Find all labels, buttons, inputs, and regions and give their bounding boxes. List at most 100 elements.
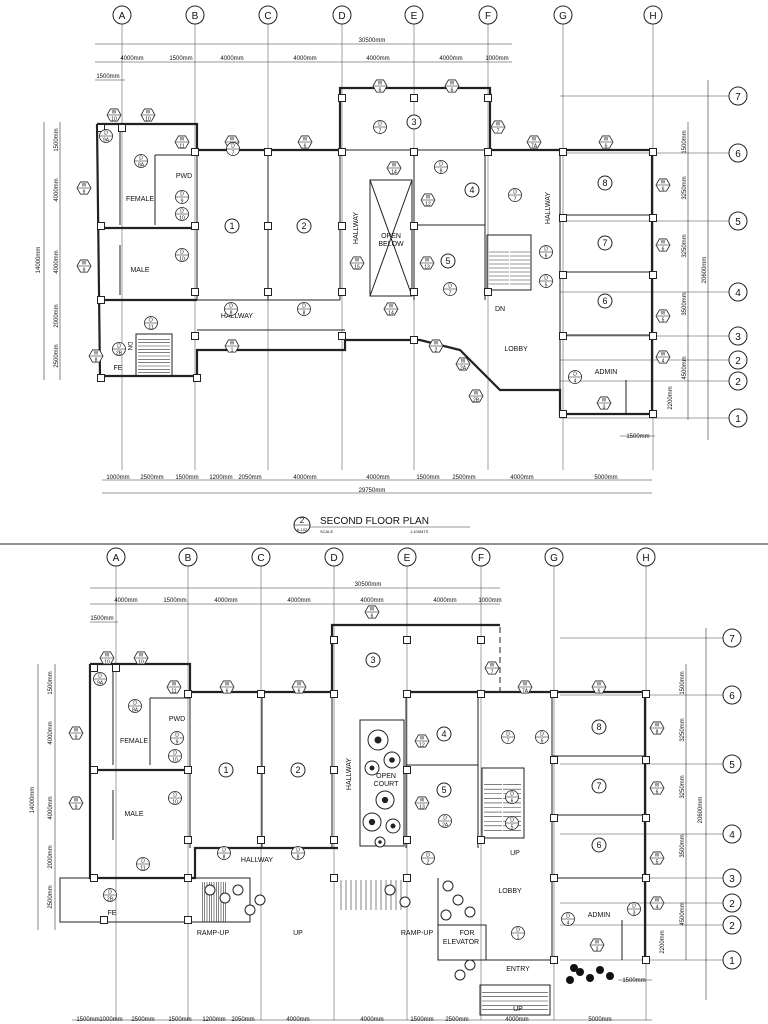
bottom-dimension-lines: 1000mm 2500mm 1500mm 1200mm 2050mm 4000m… [102, 475, 652, 494]
shrub [440, 909, 452, 921]
svg-text:W: W [532, 137, 537, 143]
grid-bubble-b [178, 547, 198, 567]
left-total-dim: 14000mm [36, 247, 42, 274]
scale-label: SCALE [320, 529, 333, 534]
svg-text:W: W [225, 682, 230, 688]
svg-text:5: 5 [445, 256, 450, 266]
grid-label-b: B [192, 11, 199, 22]
svg-text:W: W [655, 783, 660, 789]
dim-c-d: 4000mm [293, 56, 316, 62]
svg-text:W: W [378, 81, 383, 87]
door-tag-g-3: D3 [627, 902, 641, 917]
grid-bubble-a [106, 547, 126, 567]
svg-text:2: 2 [301, 221, 306, 231]
shrub [204, 884, 216, 896]
window-tag-6: W6 [598, 135, 614, 150]
bdim-3: 1200mm [209, 475, 232, 481]
door-tag-9: D9 [175, 190, 189, 205]
svg-text:W: W [303, 137, 308, 143]
svg-text:14: 14 [391, 170, 397, 176]
svg-text:9: 9 [176, 740, 179, 746]
svg-text:D: D [296, 848, 300, 854]
room-7-marker: 7 [597, 235, 613, 251]
window-tag-g-7A: W7A [517, 680, 533, 695]
left-dim-4: 2000mm [54, 304, 60, 327]
structural-column [649, 271, 657, 279]
grid-label-f: F [485, 11, 491, 22]
grid-row-label-5: 2 [729, 899, 735, 910]
svg-text:W: W [661, 311, 666, 317]
shrub [464, 959, 476, 971]
door-tag-g-2B: D2B [103, 888, 117, 903]
window-tag-6: W6 [655, 238, 671, 253]
bdim-2: 1500mm [175, 475, 198, 481]
right-dim-4: 3500mm [682, 292, 688, 315]
court-tree-center [390, 823, 396, 829]
window-tag-10: W10 [140, 108, 156, 123]
structural-column [410, 148, 418, 156]
right-dim-5: 4500mm [682, 356, 688, 379]
right-vertical-dimensions: 20600mm 1500mm 3250mm 3250mm 3500mm 4500… [620, 80, 709, 440]
svg-text:6: 6 [662, 247, 665, 253]
gb-2: 2500mm [131, 1017, 154, 1023]
window-tag-5: W5 [655, 309, 671, 324]
svg-text:D: D [540, 732, 544, 738]
svg-text:10: 10 [172, 800, 178, 806]
svg-text:D: D [426, 853, 430, 859]
grid-bubble-d [332, 5, 352, 25]
g-label-up-center: UP [293, 930, 303, 937]
grid-row-bubble-5 [722, 893, 742, 913]
structural-column [338, 148, 346, 156]
structural-column [649, 332, 657, 340]
grid-row-label-2: 5 [735, 217, 741, 228]
dim-f1: 1000mm [485, 56, 508, 62]
svg-text:2: 2 [427, 860, 430, 866]
b-right-1: 1500mm [680, 671, 686, 694]
svg-text:7: 7 [596, 781, 601, 791]
top-dimension-lines: 30500mm 4000mm 1500mm 4000mm 4000mm 4000… [95, 38, 512, 81]
title-number: 2 [300, 516, 305, 525]
structural-column [330, 874, 338, 882]
svg-text:W: W [420, 798, 425, 804]
svg-text:7A: 7A [522, 689, 529, 695]
bdim-top-3: 4000mm [287, 598, 310, 604]
g-label-hallway: HALLWAY [241, 857, 273, 864]
structural-column [403, 766, 411, 774]
window-tag-g-4: W4 [649, 896, 665, 911]
structural-column [484, 94, 492, 102]
svg-text:2A: 2A [442, 823, 449, 829]
structural-column [264, 288, 272, 296]
window-tag-g-7: W7 [484, 661, 500, 676]
svg-text:9: 9 [75, 735, 78, 741]
svg-text:8: 8 [602, 178, 607, 188]
gb-7: 4000mm [360, 1017, 383, 1023]
dark-shrub [586, 974, 594, 982]
window-tag-g-6: W6 [364, 605, 380, 620]
svg-text:D: D [149, 318, 153, 324]
g-label-up-stair: UP [510, 850, 520, 857]
window-tag-6: W6 [372, 79, 388, 94]
svg-text:D: D [516, 928, 520, 934]
door-tag-g-5: D5 [505, 816, 519, 831]
structural-column [90, 766, 98, 774]
svg-text:10: 10 [111, 117, 117, 123]
labels-top: FEMALE MALE PWD HALLWAY HALLWAY HALLWAY … [114, 173, 618, 376]
gb-4: 1200mm [202, 1017, 225, 1023]
structural-column [410, 288, 418, 296]
svg-text:4: 4 [469, 185, 474, 195]
structural-column [193, 374, 201, 382]
svg-text:W: W [355, 258, 360, 264]
room-6-marker: 6 [597, 293, 613, 309]
g-label-pwd: PWD [169, 716, 185, 723]
structural-column [649, 214, 657, 222]
grid-row-label-2: 5 [729, 760, 735, 771]
svg-text:4: 4 [662, 359, 665, 365]
grid-bubble-a [112, 5, 132, 25]
structural-column [184, 766, 192, 774]
court-tree-center [378, 840, 382, 844]
svg-text:7: 7 [491, 670, 494, 676]
structural-column [559, 148, 567, 156]
ramp-right [340, 880, 402, 910]
overall-dimension-bottom: 30500mm [355, 582, 382, 588]
svg-text:W: W [112, 110, 117, 116]
